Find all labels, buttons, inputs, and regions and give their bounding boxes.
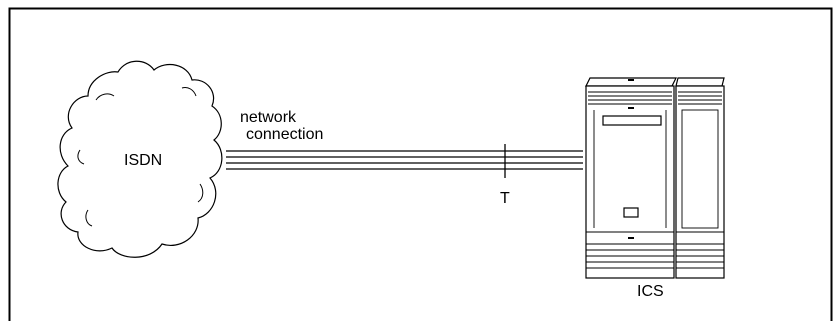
ics-display-slot — [602, 115, 662, 126]
ics-bottom-vents — [586, 231, 674, 269]
cloud-label: ISDN — [124, 152, 162, 169]
equipment-label: ICS — [637, 283, 664, 300]
cloud-detail — [77, 87, 204, 227]
ics-side-top-cap — [675, 77, 725, 87]
ics-main-module — [585, 85, 675, 279]
connection-label-line2: connection — [246, 126, 323, 143]
reference-point-label: T — [500, 190, 510, 207]
ics-side-panel — [681, 109, 719, 229]
ics-equipment — [585, 77, 725, 279]
ics-top-vents — [588, 91, 672, 105]
figure-frame — [8, 7, 833, 321]
ics-indicator — [623, 207, 639, 218]
ics-side-vents — [676, 91, 724, 269]
isdn-cloud: ISDN — [57, 60, 223, 258]
connection-label-line1: network — [240, 109, 297, 126]
cloud-outline — [57, 60, 223, 258]
network-connection-lines — [226, 150, 583, 170]
